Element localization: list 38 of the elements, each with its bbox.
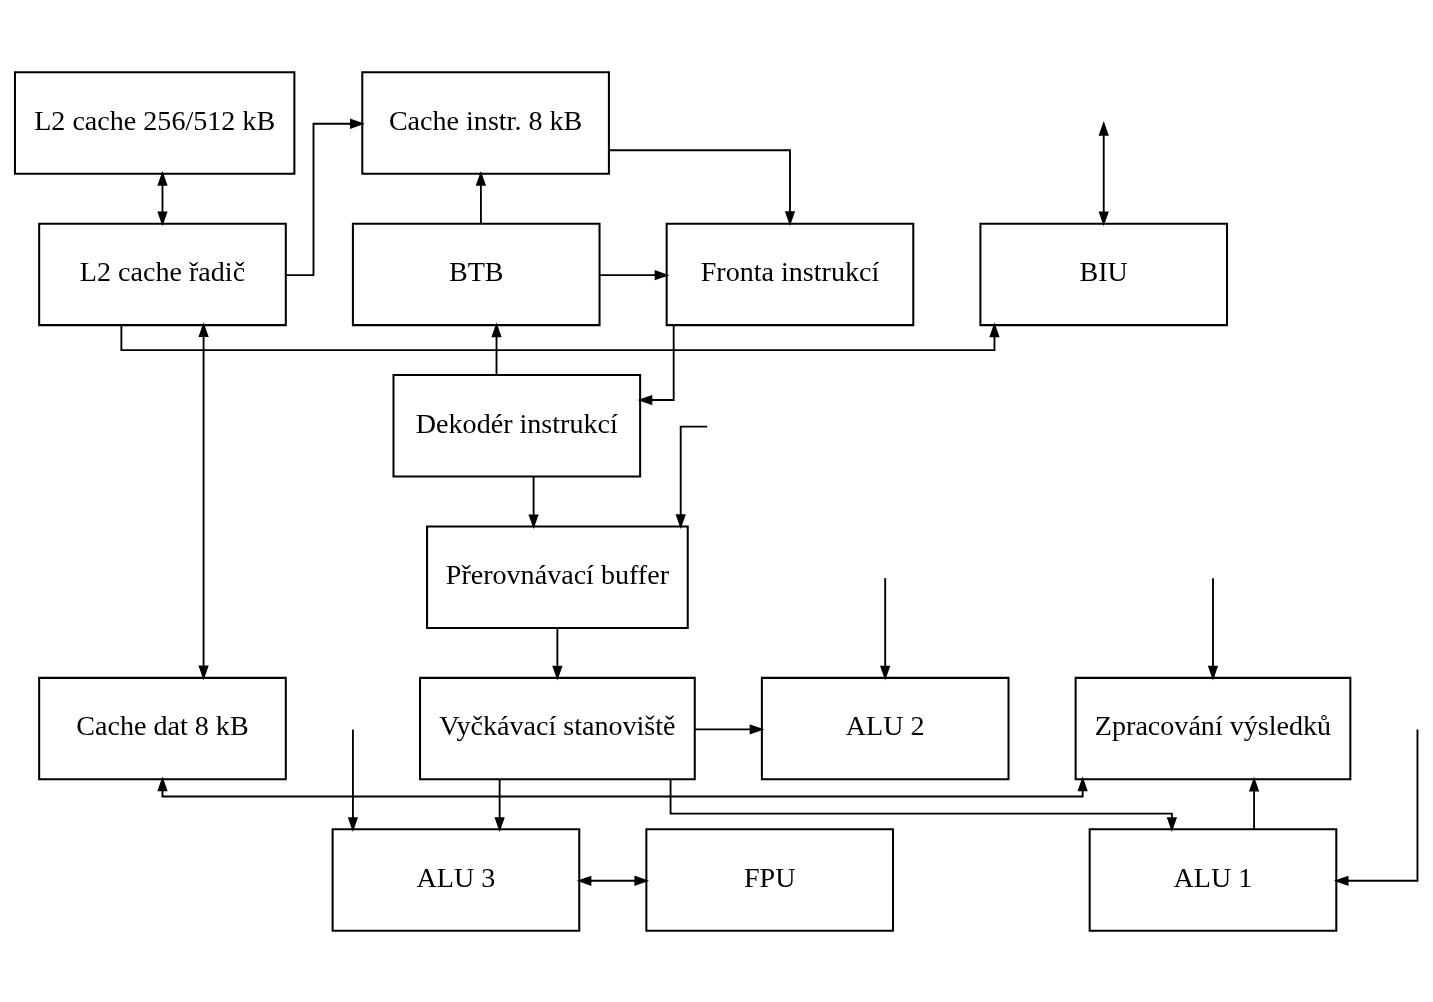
node-box: L2 cache 256/512 kB — [13, 70, 296, 175]
node-box: FPU — [645, 827, 894, 932]
arrow — [1207, 576, 1219, 681]
arrow — [598, 269, 670, 280]
arrow — [120, 321, 1000, 351]
arrow — [157, 170, 168, 226]
node-box: Cache dat 8 kB — [38, 676, 287, 780]
arrow — [494, 778, 505, 832]
arrow — [1098, 120, 1109, 226]
arrow — [675, 425, 709, 529]
node-box: ALU 3 — [331, 827, 581, 932]
arrow — [552, 626, 563, 680]
node-box: Cache instr. 8 kB — [361, 70, 610, 175]
node-box: BIU — [979, 222, 1229, 326]
arrow — [347, 728, 359, 832]
arrow — [491, 322, 502, 376]
arrow — [637, 324, 675, 405]
node-box: BTB — [351, 222, 601, 326]
node-box: L2 cache řadič — [38, 222, 287, 326]
node-box: ALU 2 — [760, 676, 1010, 780]
arrow — [475, 170, 487, 224]
arrow — [284, 118, 365, 276]
arrow — [198, 321, 209, 680]
arrow — [1333, 728, 1419, 886]
arrow — [669, 778, 1178, 832]
arrow — [608, 148, 796, 226]
arrow — [880, 576, 891, 681]
arrow — [694, 723, 765, 735]
arrow — [157, 776, 1088, 797]
arrow — [576, 875, 650, 886]
node-box: ALU 1 — [1088, 827, 1338, 932]
node-box: Vyčkávací stanoviště — [419, 676, 696, 780]
node-box: Přerovnávací buffer — [426, 524, 689, 629]
arrow — [1248, 776, 1260, 830]
arrow — [528, 475, 539, 529]
node-box: Fronta instrukcí — [665, 222, 915, 326]
node-box: Zpracování výsledků — [1074, 676, 1352, 780]
node-box: Dekodér instrukcí — [392, 373, 642, 478]
